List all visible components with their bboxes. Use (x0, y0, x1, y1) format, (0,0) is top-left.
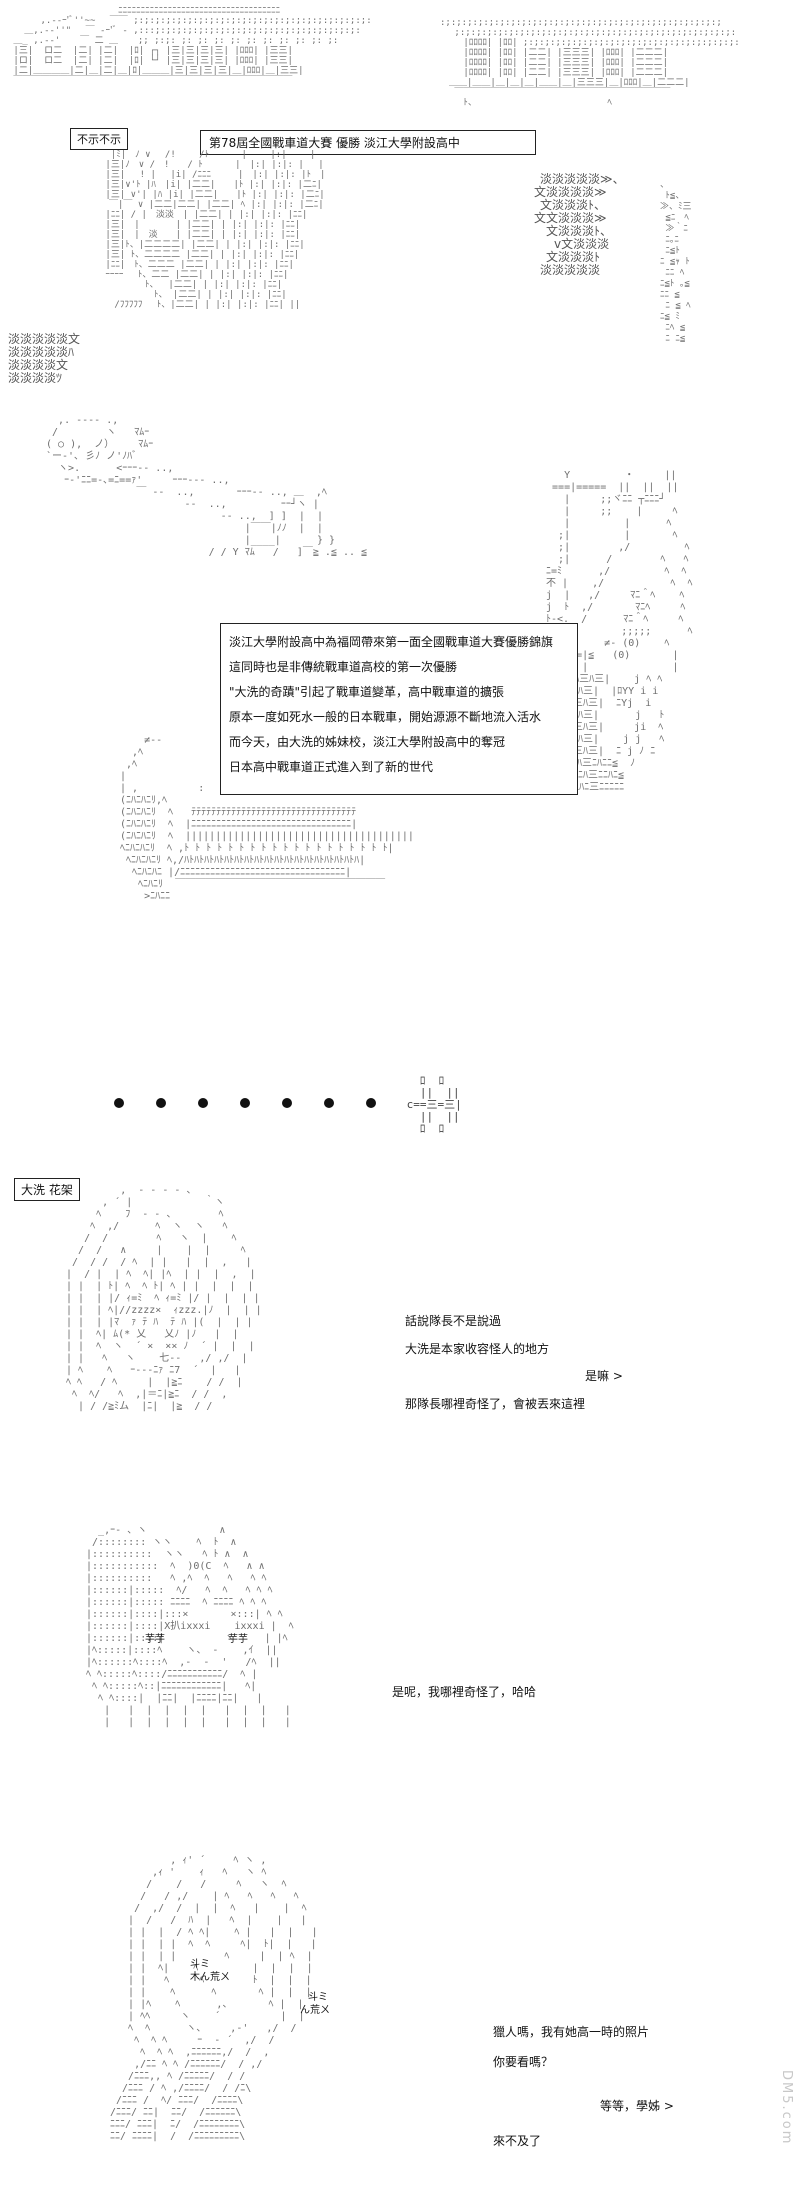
crowd-right: 淡淡淡淡淡≫、 文淡淡淡淡≫ 文淡淡淡ﾄ、 文文淡淡淡≫ 文淡淡淡ﾄ、 v文淡淡… (534, 170, 660, 290)
crowd-text: 淡淡淡淡淡 (540, 263, 601, 277)
crowd-text: 文淡淡淡ﾄ、 (546, 224, 613, 238)
victory-banner: 第78屆全國戰車道大賽 優勝 淡江大學附設高中 (200, 130, 536, 155)
crowd-text: 文淡淡淡ﾄ、 (540, 198, 607, 212)
character-name-tag: 大洗 花架 (14, 1178, 80, 1201)
narration-line: 日本高中戰車道正式進入到了新的世代 (229, 760, 434, 774)
ellipsis-dot (198, 1098, 208, 1108)
crowd-text: 淡淡淡淡淡文 (8, 332, 81, 346)
crowd-text: 淡淡淡淡ﾂ (8, 371, 63, 385)
crowd-text: 淡淡淡淡文 (8, 358, 69, 372)
dialogue-line: 獵人嗎，我有她高一時的照片 (493, 2025, 650, 2039)
ascii-art-buildings: |ﾐ|￣ﾉ ∨ /! /ﾄ | |:| | |三|ﾉ ∨ / ! / ﾄ | |… (105, 150, 326, 310)
dialogue-line: 來不及了 (493, 2134, 542, 2148)
ascii-art-shell: ﾛ ﾛ || || c==三=三| || || ﾛ ﾛ (406, 1075, 462, 1135)
ellipsis-dot (282, 1098, 292, 1108)
shirt-label: 芋芋 (145, 1634, 165, 1645)
crowd-text: v文淡淡淡 (554, 237, 610, 251)
crowd-text: 淡淡淡淡淡≫、 (540, 172, 625, 186)
ascii-art-tank-turret: ,. -‐‐- ., / ヽ ﾏﾑｰ ( ○ ), ノ） ﾏﾑｰ `ー-'､ 彡… (46, 415, 368, 558)
crowd-left: 淡淡淡淡淡文 淡淡淡淡淡ﾊ 淡淡淡淡文 淡淡淡淡ﾂ (8, 330, 118, 390)
tank-marking-label: 不示不示 (70, 128, 128, 150)
narration-line: 這同時也是非傳統戰車道高校的第一次優勝 (229, 660, 458, 674)
crowd-text: 淡淡淡淡淡ﾊ (8, 345, 75, 359)
ellipsis-dots (0, 1098, 400, 1118)
crowd-text: 文淡淡淡ﾄ (546, 250, 601, 264)
dialogue-line: 那隊長哪裡奇怪了，會被丟來這裡 (405, 1397, 586, 1411)
narration-line: 原本一度如死水一般的日本戰車，開始源源不斷地流入活水 (229, 710, 542, 724)
dialogue-line: 大洗是本家收容怪人的地方 (405, 1342, 550, 1356)
narration-line: 而今天，由大洗的姊妹校，淡江大學附設高中的奪冠 (229, 735, 506, 749)
ascii-art-girl-1: , ‐ ‐ ‐ - 、 , ´ | ｀ヽ ﾍ ﾌ ‐ - 、 ﾍ ﾍ ,/ ﾍ … (66, 1185, 262, 1412)
ascii-art-girl-3: , ｨ' ´ ￣ ﾍ ヽ , ,ｨ ' ｨ ﾍ ヽ ﾍ / / / ﾍ ヽ ﾍ … (110, 1855, 318, 2142)
dialogue-line: 等等，學姊 > (600, 2099, 674, 2113)
site-watermark: DM5.com (779, 2070, 794, 2146)
crowd-text: 文淡淡淡淡≫ (534, 185, 607, 199)
narration-line: 淡江大學附設高中為福岡帶來第一面全國戰車道大賽優勝錦旗 (229, 635, 554, 649)
shirt-label: 斗ミ (190, 1959, 210, 1970)
ellipsis-dot (324, 1098, 334, 1108)
dialogue-line: 你要看嗎？ (493, 2055, 554, 2069)
shirt-label: 芋芋 (228, 1634, 248, 1645)
dialogue-line: 是嘛 > (585, 1369, 623, 1383)
crowd-text: 文文淡淡淡≫ (534, 211, 607, 225)
shirt-label: ん荒ㄨ (300, 2005, 330, 2016)
narration-box: 淡江大學附設高中為福岡帶來第一面全國戰車道大賽優勝錦旗 這同時也是非傳統戰車道高… (220, 623, 578, 795)
dialogue-line: 是呢，我哪裡奇怪了，哈哈 (392, 1685, 537, 1699)
ascii-art-crowd-right-edge: 、 ﾄ≦、 ≫、ﾐ三 ≦ﾆ ﾍ ≫｀ﾆ ﾆ｡ﾆ ﾆ≦ﾄ ﾆ ≦ｬ ﾄ ﾆﾆ ﾍ … (660, 180, 692, 344)
ascii-art-tank-body: ≠‐‐ ,ﾍ ,ﾍ | | , : (ﾆﾊﾆﾊﾆﾘ,ﾍ (ﾆﾊﾆﾊﾆﾘ ﾍ ﾃﾃ… (120, 735, 414, 902)
ellipsis-dot (156, 1098, 166, 1108)
ellipsis-dot (114, 1098, 124, 1108)
ellipsis-dot (240, 1098, 250, 1108)
narration-line: "大洗的奇蹟"引起了戰車道變革，高中戰車道的擴張 (229, 685, 505, 699)
ellipsis-dot (366, 1098, 376, 1108)
shirt-label: 木ん荒ㄨ (190, 1972, 230, 1983)
ascii-art-stadium-right: :;:;:;:;:;:;:;:;:;:;:;:;:;:;:;:;:;:;:;:;… (440, 18, 740, 108)
ascii-art-stadium: ﾆﾆﾆﾆﾆﾆﾆﾆﾆﾆﾆﾆﾆﾆﾆﾆﾆﾆﾆﾆﾆﾆﾆﾆﾆﾆﾆﾆﾆﾆﾆﾆﾆﾆﾆﾆ ,.-… (13, 6, 372, 86)
ascii-art-girl-2: _,ｰ‐ 、ヽ ∧ /:::::::: ヽヽ ﾍ ﾄ ∧ |::::::::::… (86, 1525, 294, 1728)
dialogue-line: 話說隊長不是說過 (405, 1314, 502, 1328)
shirt-label: 斗ミ (308, 1992, 328, 2003)
